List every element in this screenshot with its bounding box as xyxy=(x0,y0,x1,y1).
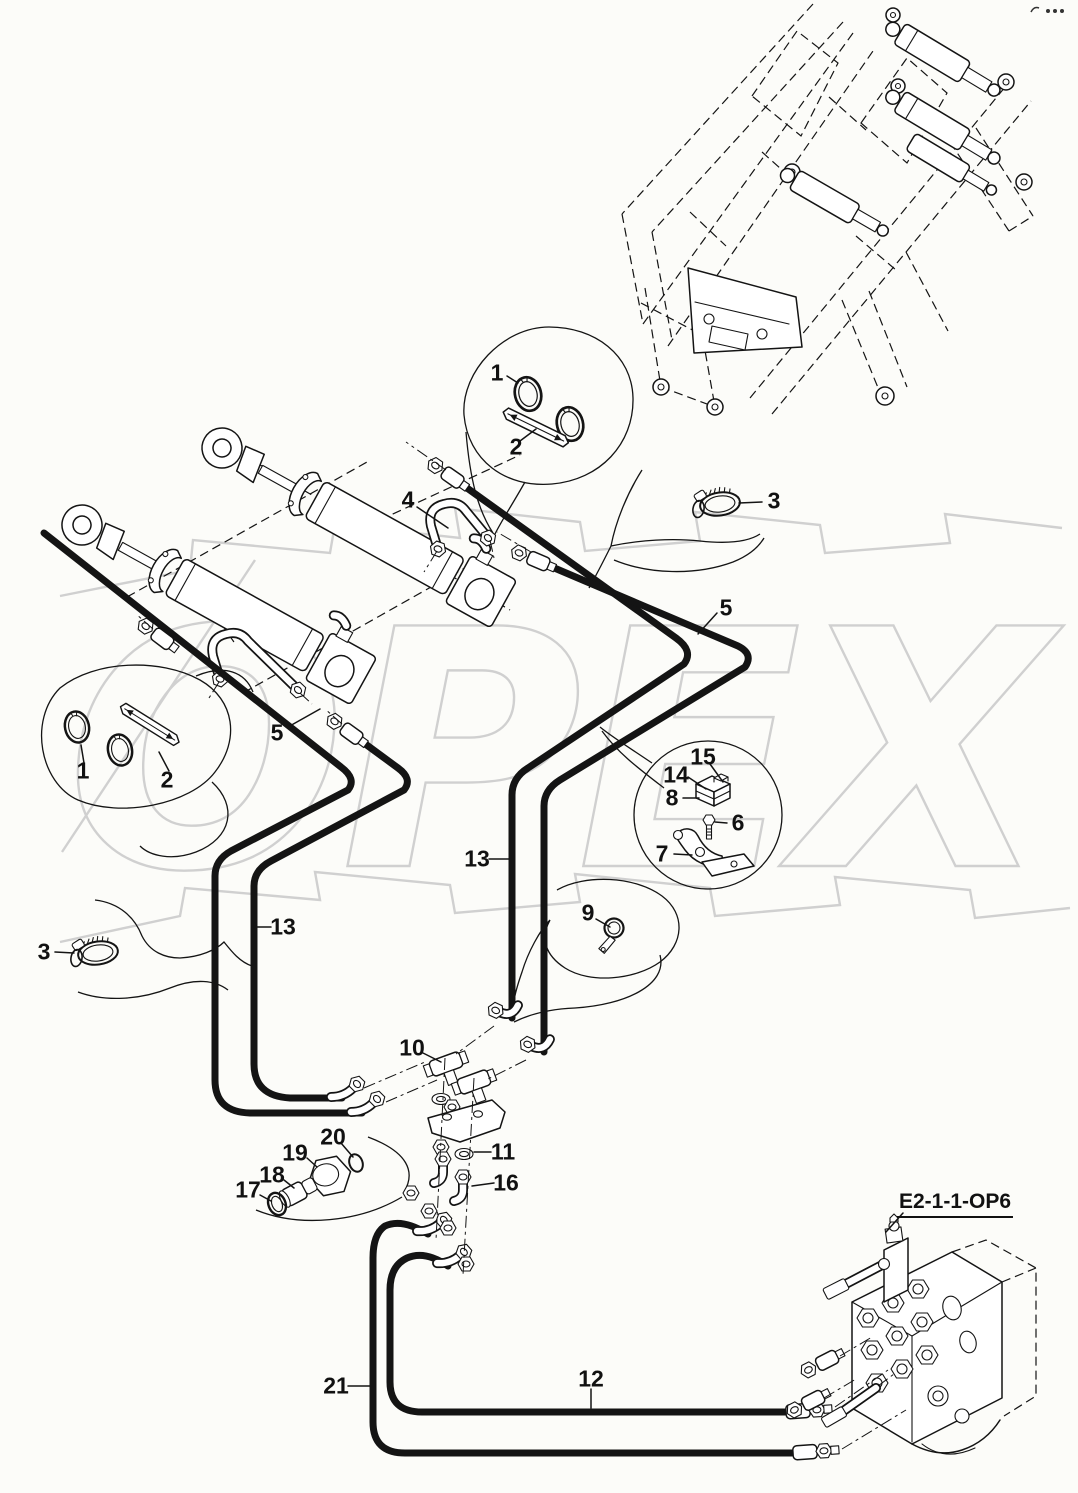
part-number-label-8: 8 xyxy=(665,784,679,811)
control-valve-assembly xyxy=(784,1213,1037,1455)
part-number-label-20: 20 xyxy=(320,1123,346,1150)
loader-frame-assembly xyxy=(621,3,1034,416)
hose-12 xyxy=(386,1251,790,1416)
hose-13-right xyxy=(540,563,752,1056)
part-number-label-16: 16 xyxy=(493,1169,519,1196)
part-number-label-2: 2 xyxy=(509,433,523,460)
part-number-label-6: 6 xyxy=(731,809,745,836)
part-number-label-14: 14 xyxy=(663,761,689,788)
loader-cylinder xyxy=(885,89,1001,165)
part-number-label-10: 10 xyxy=(399,1034,425,1061)
part-number-label-13: 13 xyxy=(270,913,296,940)
loader-cylinder xyxy=(779,167,890,237)
part-number-label-1: 1 xyxy=(490,359,504,386)
part-number-label-11: 11 xyxy=(490,1138,516,1165)
loader-cylinder xyxy=(906,133,998,196)
part-number-label-21: 21 xyxy=(323,1372,349,1399)
part-number-label-17: 17 xyxy=(235,1176,261,1203)
leader-lines xyxy=(54,375,904,1409)
part-number-label-1: 1 xyxy=(76,757,90,784)
part-number-label-5: 5 xyxy=(270,719,284,746)
tee-fitting-cluster xyxy=(402,1048,506,1272)
part-number-label-2: 2 xyxy=(160,766,174,793)
part-number-label-7: 7 xyxy=(655,840,669,867)
hydraulic-hoses xyxy=(40,479,797,1457)
hose-5-left xyxy=(250,739,411,1102)
hose-5-right xyxy=(456,479,692,1022)
u-pipe-lower xyxy=(207,627,310,702)
part-number-label-9: 9 xyxy=(581,899,595,926)
callout-balloons xyxy=(40,326,783,1222)
part-number-label-18: 18 xyxy=(259,1161,285,1188)
hose-21 xyxy=(369,1219,797,1457)
part-number-label-19: 19 xyxy=(282,1139,308,1166)
part-number-label-12: 12 xyxy=(578,1365,604,1392)
part-number-label-15: 15 xyxy=(690,743,716,770)
part-number-label-4: 4 xyxy=(401,486,415,513)
part-number-label-3: 3 xyxy=(37,938,51,965)
loader-cylinder xyxy=(885,21,1001,97)
part-number-label-13: 13 xyxy=(464,845,490,872)
u-pipe-upper xyxy=(425,497,500,559)
center-lines xyxy=(135,441,907,1450)
corner-mark xyxy=(1030,6,1064,13)
part-number-label-3: 3 xyxy=(767,487,781,514)
clamp-block-and-bracket xyxy=(672,773,755,877)
hose-13-left xyxy=(40,529,366,1117)
p-clamp-part xyxy=(598,917,625,954)
plug-and-cap-group xyxy=(266,1153,364,1217)
part-number-label-5: 5 xyxy=(719,594,733,621)
assembly-reference-label: E2-1-1-OP6 xyxy=(896,1190,1014,1218)
